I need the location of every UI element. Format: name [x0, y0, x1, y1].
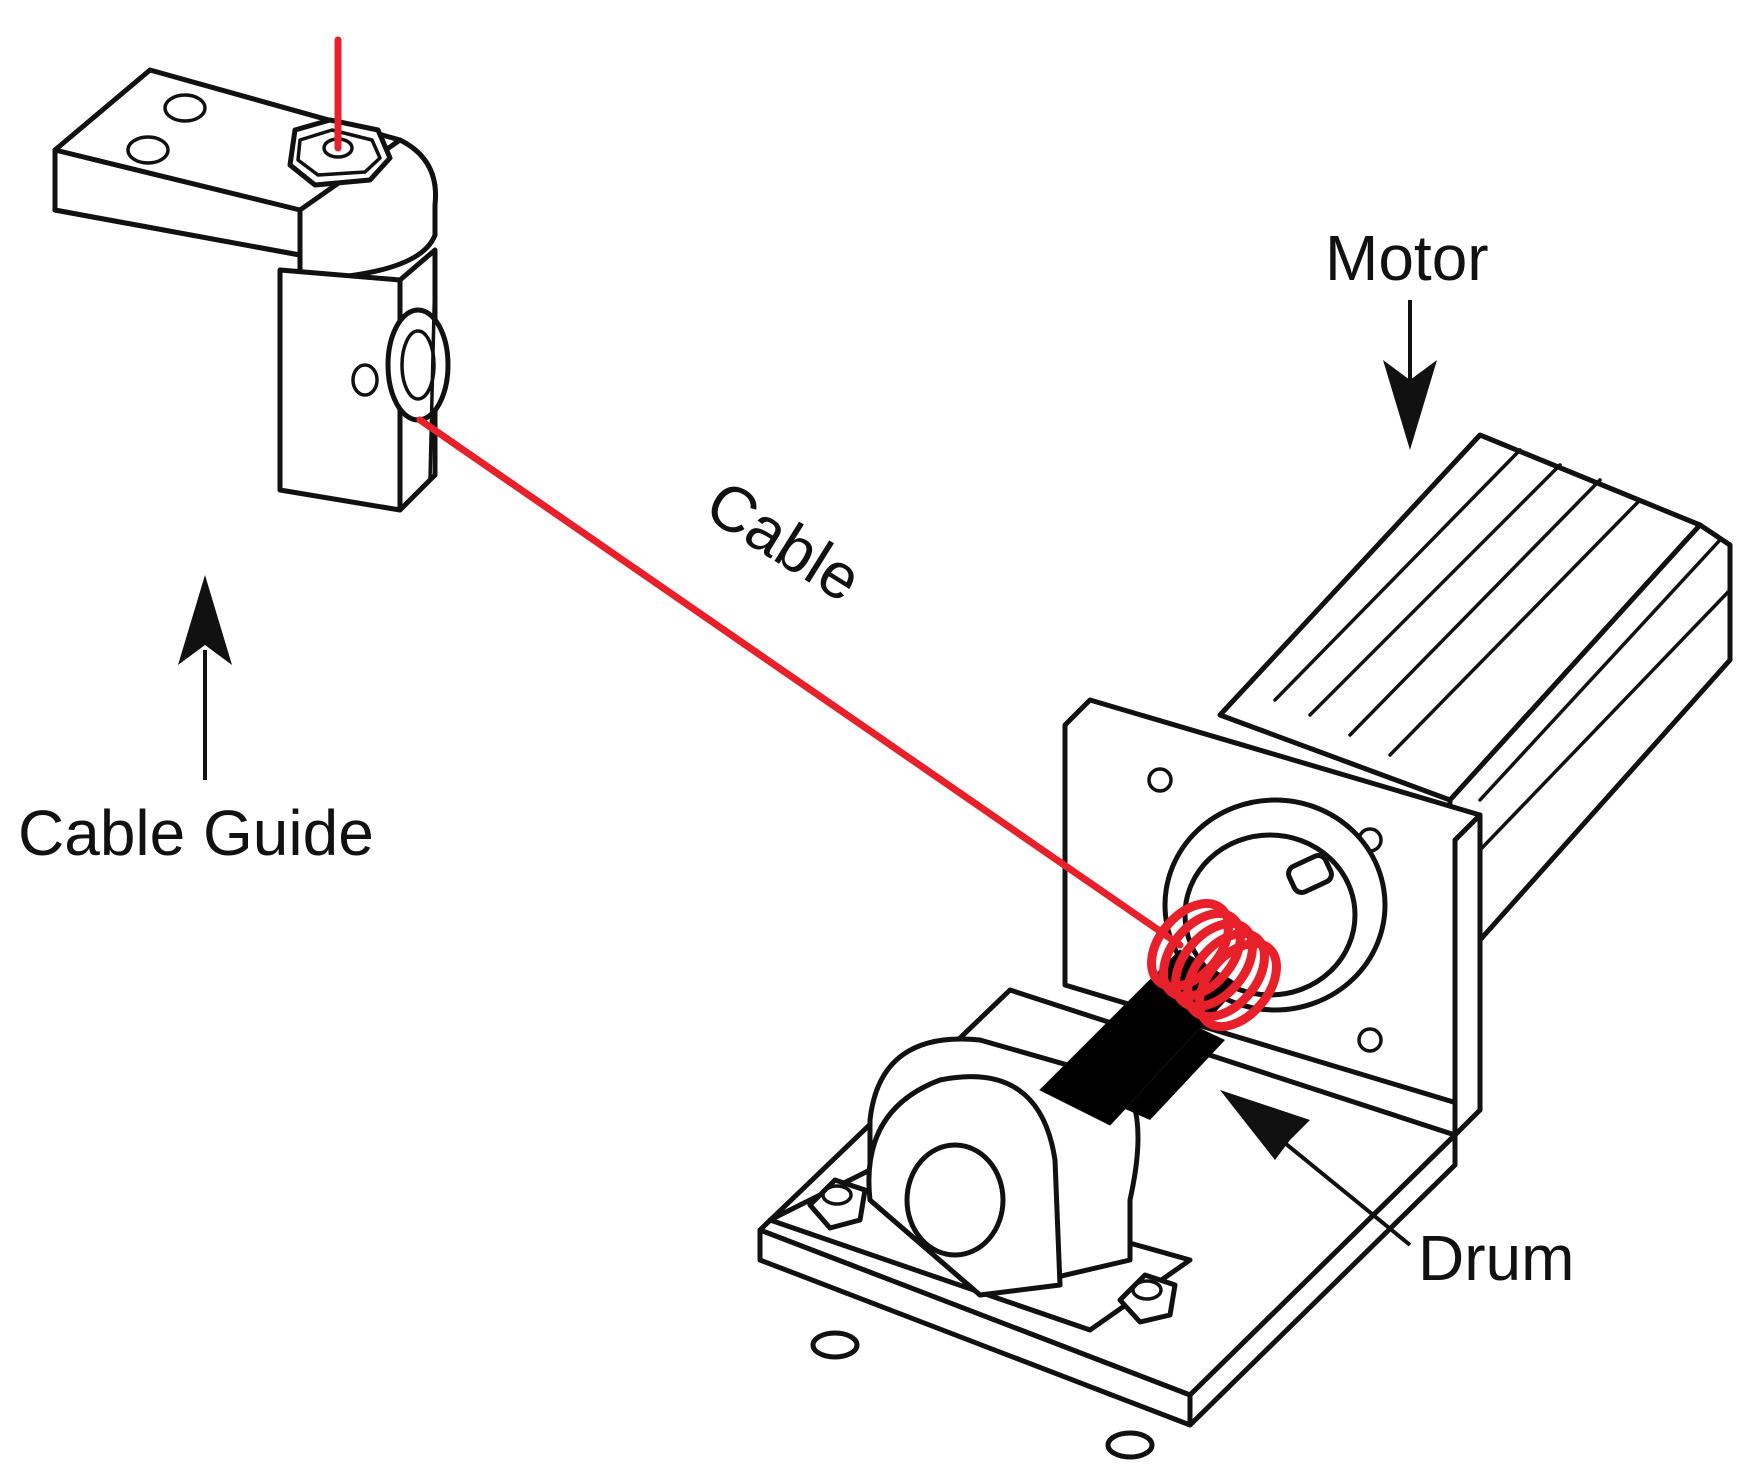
base-plate-side — [1187, 1132, 1458, 1428]
drum-assembly — [1039, 898, 1281, 1126]
guide-hole-2 — [126, 135, 170, 165]
arrow-drum — [1220, 1090, 1412, 1247]
pulley-axle-line — [428, 268, 437, 482]
motor-rib-2 — [1308, 463, 1562, 717]
coupling-screw — [1286, 852, 1334, 896]
label-cable: Cable — [694, 466, 874, 616]
label-drum: Drum — [1418, 1222, 1574, 1294]
guide-hole-1 — [163, 93, 207, 123]
motor-rib-3 — [1348, 478, 1602, 737]
motor-rib-1 — [1273, 448, 1522, 702]
foot-2 — [1105, 1430, 1155, 1460]
mount-hole-3 — [1357, 1027, 1383, 1053]
guide-side-hole — [351, 363, 379, 397]
bolt-right-top — [1131, 1279, 1163, 1301]
motor-rib-4 — [1388, 498, 1642, 757]
cable-span — [416, 416, 1184, 949]
mount-plate-edge — [1452, 812, 1483, 1138]
bearing-hole — [904, 1142, 1006, 1258]
cable-coil — [1171, 918, 1257, 1012]
arrow-motor — [1383, 300, 1437, 450]
mount-hole-1 — [1147, 767, 1173, 793]
cable-coil — [1195, 938, 1281, 1032]
pulley-wheel — [385, 307, 451, 423]
cable-guide-assembly — [52, 67, 451, 513]
label-cable-guide: Cable Guide — [18, 797, 374, 869]
arrow-cable-guide — [178, 575, 232, 780]
cable-coil — [1159, 908, 1245, 1002]
guide-vertical-body — [277, 267, 403, 513]
foot-1 — [810, 1330, 860, 1360]
label-motor: Motor — [1325, 222, 1489, 294]
bolt-left-top — [821, 1184, 853, 1206]
drum-cable-coils — [1147, 898, 1281, 1032]
motor-rib-5 — [1478, 538, 1722, 802]
cable-coil — [1183, 928, 1269, 1022]
motor-rib-6 — [1478, 588, 1732, 852]
